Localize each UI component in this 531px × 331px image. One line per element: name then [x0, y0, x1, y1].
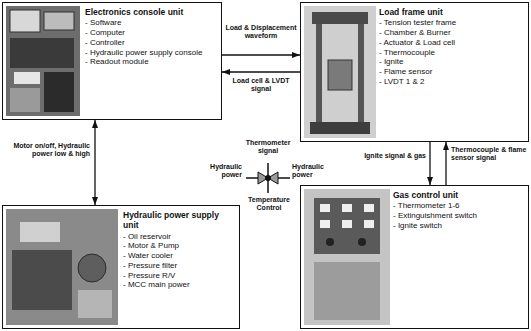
unit-heading: Load frame unit	[379, 7, 524, 17]
oil-reservoir	[12, 250, 72, 310]
monitor-screen	[10, 10, 40, 32]
junction-label: Hydraulic power	[196, 163, 242, 179]
thermometer-display	[342, 220, 352, 228]
cabinet-body	[314, 262, 380, 320]
component-item: - Pressure filter	[123, 261, 235, 271]
component-item: - Motor & Pump	[123, 241, 235, 251]
component-item: - Extinguishment switch	[393, 211, 524, 221]
component-item: - Water cooler	[123, 251, 235, 261]
monitor-screen	[44, 12, 74, 30]
thermometer-display	[320, 220, 330, 228]
signal-arrow	[222, 54, 300, 55]
unit-box: Load frame unit- Tension tester frame- C…	[300, 2, 529, 142]
switch-button	[358, 238, 366, 246]
thermometer-display	[364, 220, 374, 228]
frame-column	[358, 24, 364, 124]
valve-hub	[265, 175, 271, 181]
component-item: - Thermocouple	[379, 48, 524, 58]
component-item: - Thermometer 1-6	[393, 201, 524, 211]
component-item: - Computer	[85, 28, 217, 38]
crosshead	[312, 12, 368, 24]
component-item: - Actuator & Load cell	[379, 38, 524, 48]
signal-label: Thermocouple & flame sensor signal	[451, 146, 528, 162]
component-item: - Hydraulic power supply console	[85, 48, 217, 58]
junction-label: Thermometer signal	[238, 139, 298, 155]
readout-module	[14, 72, 40, 84]
chamber	[328, 60, 352, 90]
component-item: - Pressure R/V	[123, 271, 235, 281]
switch-button	[326, 238, 334, 246]
frame-column	[316, 24, 322, 124]
water-cooler	[78, 290, 112, 318]
component-item: - Ignite switch	[393, 221, 524, 231]
thermometer-display	[320, 204, 330, 212]
unit-box: Hydraulic power supply unit- Oil reservo…	[2, 205, 240, 329]
console-panel	[10, 38, 74, 68]
component-item: - Flame sensor	[379, 67, 524, 77]
component-item: - Tension tester frame	[379, 18, 524, 28]
cabinet-door	[10, 88, 40, 112]
unit-heading: Electronics console unit	[85, 7, 217, 17]
signal-label: Motor on/off, Hydraulic power low & high	[6, 142, 90, 158]
unit-text-area: Hydraulic power supply unit- Oil reservo…	[123, 206, 239, 294]
signal-label: Load & Displacement waveform	[225, 24, 297, 40]
unit-text-area: Load frame unit- Tension tester frame- C…	[379, 3, 528, 91]
junction-label: Temperature Control	[242, 196, 296, 212]
cabinet-door	[44, 72, 74, 112]
filter-block	[20, 222, 60, 242]
gas-control-photo	[304, 189, 390, 325]
valve-symbol	[258, 172, 278, 184]
component-item: - Oil reservoir	[123, 232, 235, 242]
signal-arrow	[429, 142, 430, 185]
signal-arrow	[445, 142, 446, 185]
component-item: - MCC main power	[123, 280, 235, 290]
thermometer-display	[342, 204, 352, 212]
unit-heading: Hydraulic power supply unit	[123, 210, 235, 231]
component-item: - Controller	[85, 38, 217, 48]
component-item: - Readout module	[85, 57, 217, 67]
hydraulic-photo	[6, 209, 118, 325]
unit-box: Gas control unit- Thermometer 1-6- Extin…	[300, 185, 529, 329]
unit-box: Electronics console unit- Software- Comp…	[2, 2, 222, 120]
motor-pump	[78, 254, 106, 282]
signal-arrow	[94, 120, 95, 205]
frame-base	[310, 122, 370, 134]
load-frame-photo	[304, 6, 376, 138]
component-item: - Software	[85, 18, 217, 28]
component-item: - Ignite	[379, 57, 524, 67]
signal-label: Load cell & LVDT signal	[225, 77, 297, 93]
unit-text-area: Gas control unit- Thermometer 1-6- Extin…	[393, 186, 528, 235]
console-photo	[6, 6, 80, 116]
signal-arrow	[222, 71, 300, 72]
control-panel	[314, 198, 380, 254]
unit-text-area: Electronics console unit- Software- Comp…	[85, 3, 221, 71]
component-item: - LVDT 1 & 2	[379, 77, 524, 87]
thermometer-display	[364, 204, 374, 212]
unit-heading: Gas control unit	[393, 190, 524, 200]
junction-label: Hydraulic power	[292, 163, 338, 179]
signal-label: Ignite signal & gas	[348, 152, 426, 160]
component-item: - Chamber & Burner	[379, 28, 524, 38]
